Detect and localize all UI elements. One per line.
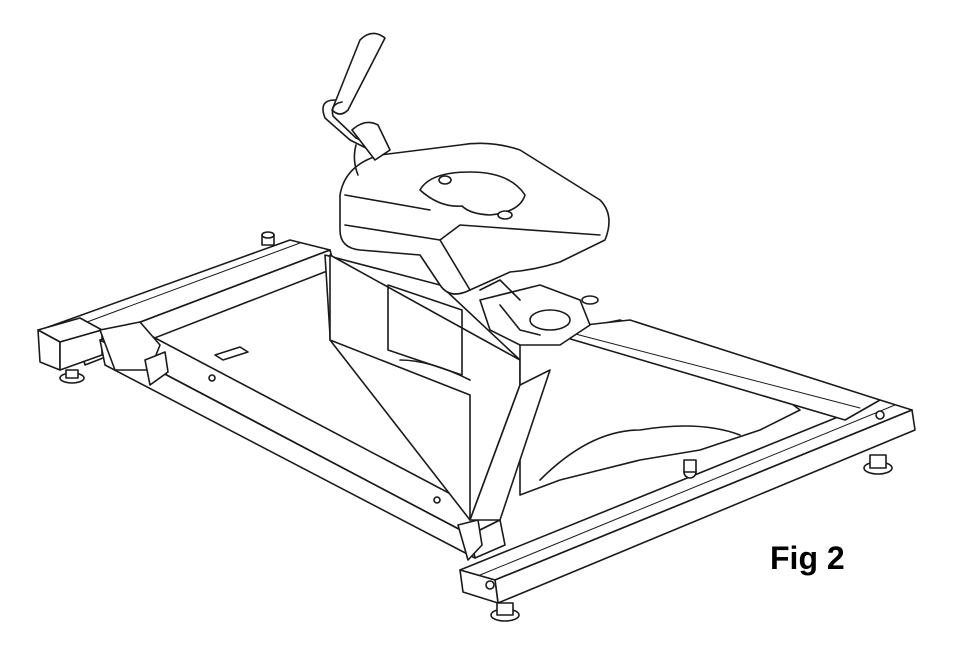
fifth-wheel-head bbox=[339, 142, 610, 295]
pedestal-body bbox=[324, 254, 521, 521]
rear-left-end-cap bbox=[37, 317, 103, 384]
linkage bbox=[479, 279, 599, 346]
left-clamp bbox=[99, 321, 483, 561]
right-side-rail bbox=[539, 319, 881, 479]
front-frame-rail bbox=[459, 399, 916, 622]
bolt-heads bbox=[261, 231, 275, 246]
release-handle bbox=[322, 32, 391, 176]
figure-label: Fig 2 bbox=[770, 540, 845, 576]
